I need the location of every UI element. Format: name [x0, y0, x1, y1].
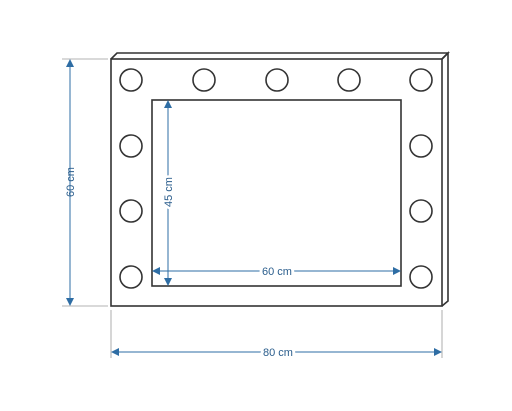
- outer-frame: [110, 58, 443, 307]
- bulb-left: [119, 134, 143, 158]
- mirror-glass: [151, 99, 402, 287]
- frame-depth-right: [441, 51, 449, 307]
- inner-width-dimension: [152, 267, 401, 275]
- bulbs: [119, 68, 433, 289]
- bulb-right: [409, 199, 433, 223]
- outer-width-label: 80 cm: [263, 347, 293, 359]
- outer-height-dimension: [66, 59, 74, 306]
- inner-width-label: 60 cm: [262, 266, 292, 278]
- bulb-left: [119, 199, 143, 223]
- bulb-left: [119, 265, 143, 289]
- inner-height-dimension: [164, 100, 172, 286]
- bulb-top: [337, 68, 361, 92]
- outer-height-label: 60 cm: [65, 167, 77, 197]
- bulb-top: [192, 68, 216, 92]
- outer-width-dimension: [111, 348, 442, 356]
- bulb-top: [409, 68, 433, 92]
- bulb-right: [409, 134, 433, 158]
- bulb-top: [119, 68, 143, 92]
- bulb-top: [265, 68, 289, 92]
- bulb-right: [409, 265, 433, 289]
- inner-height-label: 45 cm: [163, 177, 175, 207]
- frame-depth-top: [110, 52, 450, 60]
